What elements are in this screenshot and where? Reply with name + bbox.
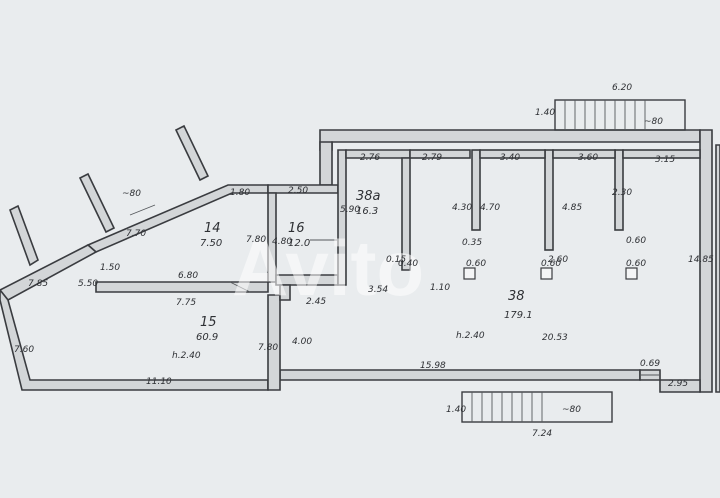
dim-069: 0.69 bbox=[640, 359, 660, 369]
room-area: 7.50 bbox=[200, 238, 222, 249]
dim-430: 4.30 bbox=[452, 203, 472, 213]
dim-354: 3.54 bbox=[368, 285, 388, 295]
dim-stair-top-height: 1.40 bbox=[535, 108, 555, 118]
room-area: 60.9 bbox=[196, 332, 218, 343]
dim-1598: 15.98 bbox=[420, 361, 446, 371]
dim-340: 3.40 bbox=[500, 153, 520, 163]
dim-245: 2.45 bbox=[306, 297, 326, 307]
room-height: h.2.40 bbox=[172, 351, 201, 361]
dim-stair-bottom-height: 1.40 bbox=[446, 405, 466, 415]
dimension-labels: 6.20 1.40 ~80 3.15 2.79 3.40 3.60 4.30 4… bbox=[14, 83, 714, 439]
dim-1485: 14.85 bbox=[688, 255, 714, 265]
columns bbox=[463, 267, 638, 280]
room-15: 15 60.9 h.2.40 bbox=[172, 315, 218, 361]
dim-360: 3.60 bbox=[578, 153, 598, 163]
room-number: 15 bbox=[200, 315, 217, 330]
dim-279: 2.79 bbox=[422, 153, 442, 163]
dim-180: 1.80 bbox=[230, 188, 250, 198]
dim-680: 6.80 bbox=[178, 271, 198, 281]
dim-015: 0.15 bbox=[386, 255, 406, 265]
dim-060-r: 0.60 bbox=[626, 236, 646, 246]
watermark: Avito bbox=[232, 224, 424, 312]
dim-775: 7.75 bbox=[176, 298, 196, 308]
room-area: 179.1 bbox=[504, 310, 533, 321]
room-height: h.2.40 bbox=[456, 331, 485, 341]
room-area: 16.3 bbox=[356, 206, 378, 217]
dim-470: 4.70 bbox=[480, 203, 500, 213]
room-38: 38 179.1 h.2.40 bbox=[456, 289, 533, 341]
dim-2053: 20.53 bbox=[542, 333, 568, 343]
room-number: 16 bbox=[288, 221, 305, 236]
dim-550: 5.50 bbox=[78, 279, 98, 289]
dim-approx-top: ~80 bbox=[644, 117, 663, 127]
door-marks bbox=[129, 204, 660, 376]
dim-260: 2.60 bbox=[548, 255, 568, 265]
dim-770: 7.70 bbox=[126, 229, 146, 239]
dim-295: 2.95 bbox=[668, 379, 688, 389]
dim-480: 4.80 bbox=[272, 237, 292, 247]
outer-walls bbox=[0, 124, 720, 393]
room-number: 14 bbox=[204, 221, 221, 236]
dim-110: 1.10 bbox=[430, 283, 450, 293]
room-number: 38 bbox=[508, 289, 525, 304]
dim-230: 2.30 bbox=[612, 188, 632, 198]
dim-780: 7.80 bbox=[258, 343, 278, 353]
dim-060-c: 0.60 bbox=[626, 259, 646, 269]
dim-stair-bottom-width: 7.24 bbox=[532, 429, 552, 439]
dim-1110: 11.10 bbox=[146, 377, 172, 387]
hall-partitions bbox=[409, 149, 701, 251]
dim-approx-bottom: ~80 bbox=[562, 405, 581, 415]
room-side-top: 2.76 bbox=[360, 153, 380, 163]
dim-760: 7.60 bbox=[14, 345, 34, 355]
dim-315: 3.15 bbox=[655, 155, 675, 165]
room-14: 14 7.50 bbox=[200, 221, 222, 249]
dim-785: 7.85 bbox=[28, 279, 48, 289]
dim-150: 1.50 bbox=[100, 263, 120, 273]
room-38a: 38a 16.3 2.76 bbox=[356, 153, 381, 217]
dim-485: 4.85 bbox=[562, 203, 582, 213]
dim-approx-left: ~80 bbox=[122, 189, 141, 199]
dim-060-a: 0.60 bbox=[466, 259, 486, 269]
dim-400: 4.00 bbox=[292, 337, 312, 347]
stair-bottom bbox=[461, 391, 613, 423]
room-number: 38a bbox=[356, 189, 381, 204]
dim-780-b: 7.80 bbox=[246, 235, 266, 245]
dim-035: 0.35 bbox=[462, 238, 482, 248]
dim-stair-top-width: 6.20 bbox=[612, 83, 632, 93]
room-16: 16 12.0 2.50 bbox=[288, 186, 310, 249]
stair-top bbox=[554, 99, 686, 131]
dim-590: 5.90 bbox=[340, 205, 360, 215]
dim-040: 0.40 bbox=[398, 259, 418, 269]
room-side-top: 2.50 bbox=[288, 186, 308, 196]
room-area: 12.0 bbox=[288, 238, 310, 249]
dim-060-b: 0.60 bbox=[541, 259, 561, 269]
